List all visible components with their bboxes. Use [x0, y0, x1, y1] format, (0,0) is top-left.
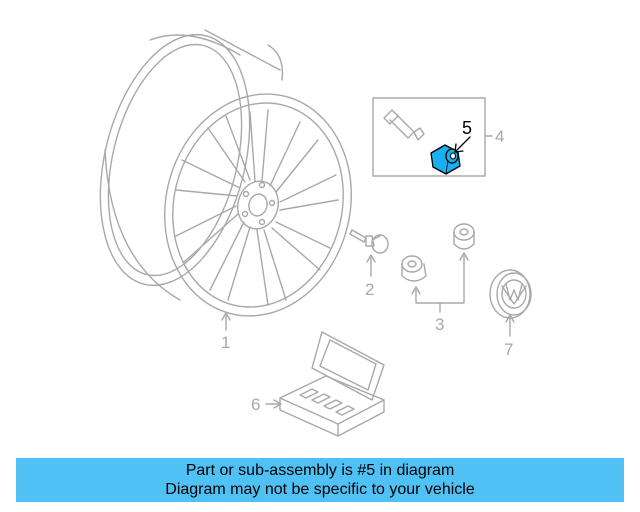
callout-1: 1 — [221, 333, 230, 352]
wheel-leader-arrow — [221, 312, 231, 331]
tool-kit-part[interactable] — [265, 331, 385, 437]
wheel-part[interactable] — [76, 19, 374, 336]
wheel-spokes — [175, 109, 339, 306]
highlight-leader-arrow — [454, 136, 471, 153]
valve-nut-part-highlighted[interactable] — [430, 136, 471, 175]
center-cap-part[interactable] — [489, 269, 532, 337]
callout-5: 5 — [462, 118, 472, 138]
callout-2: 2 — [365, 280, 374, 299]
bushing-part[interactable] — [401, 223, 475, 313]
diagram-caption-banner: Part or sub-assembly is #5 in diagram Di… — [16, 458, 624, 502]
caption-disclaimer-line: Diagram may not be specific to your vehi… — [165, 481, 475, 498]
callout-6: 6 — [251, 395, 260, 414]
callout-3: 3 — [435, 315, 444, 334]
callout-7: 7 — [504, 340, 513, 359]
caption-part-line: Part or sub-assembly is #5 in diagram — [185, 462, 455, 479]
callout-4: 4 — [495, 127, 504, 146]
wheel-bolt-part[interactable] — [349, 229, 389, 277]
valve-kit-box[interactable] — [372, 97, 493, 177]
